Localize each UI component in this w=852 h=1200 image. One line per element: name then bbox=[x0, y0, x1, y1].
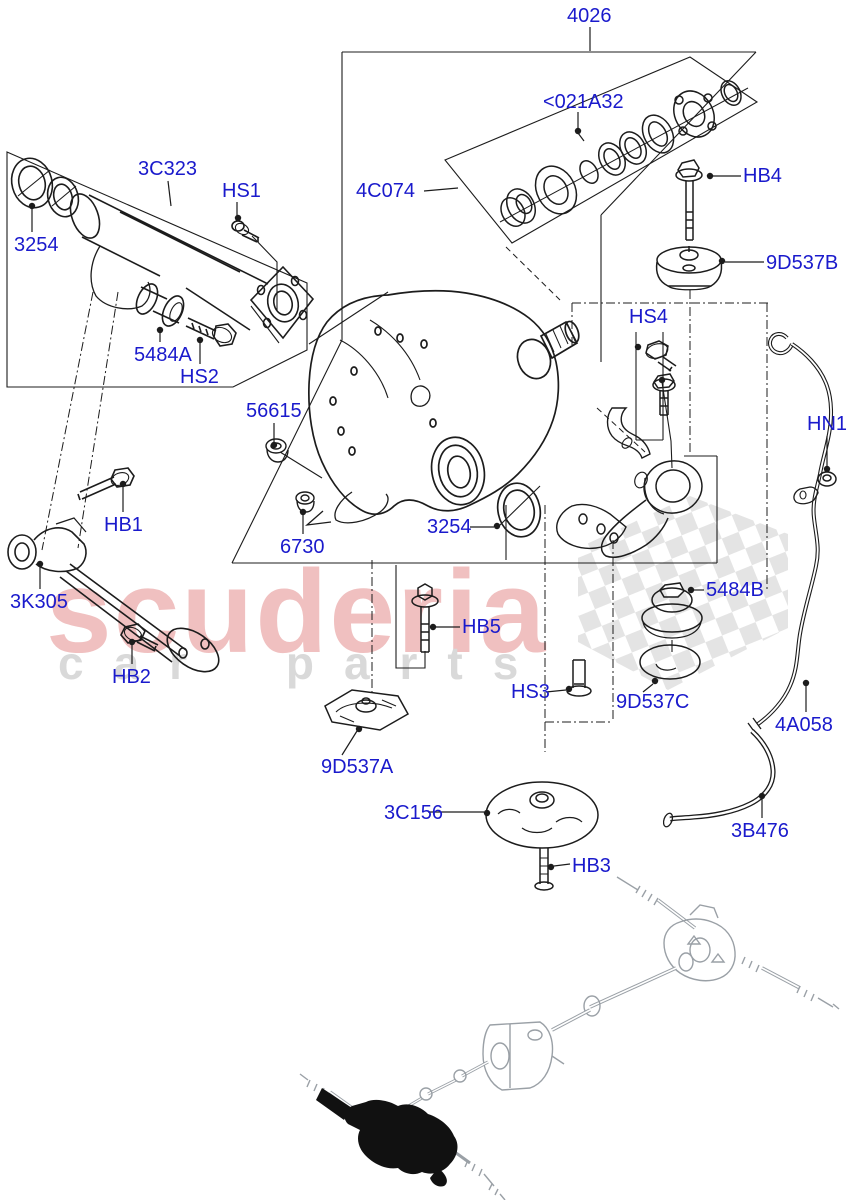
leader-dots bbox=[28, 127, 831, 871]
part-label-6730-14[interactable]: 6730 bbox=[280, 536, 325, 558]
part-sketch-bolt-hb1 bbox=[77, 467, 135, 501]
bracket-hb5 bbox=[395, 565, 426, 669]
part-label-3254-7[interactable]: 3254 bbox=[14, 234, 59, 256]
part-sketch-hn1-nut bbox=[793, 471, 837, 505]
projection-lines bbox=[279, 291, 673, 560]
part-label-HS4-16[interactable]: HS4 bbox=[629, 306, 668, 328]
dashed-lines bbox=[505, 246, 646, 453]
part-label-9D537B-4[interactable]: 9D537B bbox=[766, 252, 839, 274]
locator-front-axle-highlight bbox=[316, 1088, 458, 1187]
part-label-HN1-17[interactable]: HN1 bbox=[807, 413, 848, 435]
part-label-3C323-5[interactable]: 3C323 bbox=[138, 158, 197, 180]
part-sketch-diff-housing bbox=[265, 290, 580, 538]
part-label-HB1-11[interactable]: HB1 bbox=[104, 514, 143, 536]
part-label-4026-0[interactable]: 4026 bbox=[567, 5, 612, 27]
part-label-HB5-18[interactable]: HB5 bbox=[462, 616, 501, 638]
part-sketch-axle-tube-group bbox=[10, 157, 315, 347]
hose-3b476 bbox=[669, 730, 775, 821]
part-sketch-plug-6730 bbox=[295, 491, 315, 513]
box-housing-group bbox=[231, 51, 757, 564]
part-label-5484B-21[interactable]: 5484B bbox=[706, 579, 764, 601]
part-label-HB3-24[interactable]: HB3 bbox=[572, 855, 611, 877]
part-sketch-bolt-hb2 bbox=[120, 623, 159, 652]
part-sketch-bearing-kit bbox=[499, 80, 749, 227]
box-bearing-kit bbox=[444, 56, 759, 244]
part-sketch-bushing-5484a bbox=[135, 283, 185, 327]
part-label-HB2-13[interactable]: HB2 bbox=[112, 666, 151, 688]
part-label-HS1-6[interactable]: HS1 bbox=[222, 180, 261, 202]
part-sketch-seal-3254 bbox=[496, 482, 542, 538]
part-sketch-hb4-9d537b bbox=[655, 159, 723, 291]
part-label-9D537C-20[interactable]: 9D537C bbox=[616, 691, 690, 713]
dash-dot-lines bbox=[41, 290, 770, 752]
part-label-4C074-2[interactable]: 4C074 bbox=[356, 180, 415, 202]
part-sketch-bolt-hs2 bbox=[185, 317, 237, 347]
part-sketch-vent-tube bbox=[662, 332, 837, 828]
part-label-3254-15[interactable]: 3254 bbox=[427, 516, 472, 538]
part-label-9D537A-22[interactable]: 9D537A bbox=[321, 756, 394, 778]
part-label-3K305-12[interactable]: 3K305 bbox=[10, 591, 68, 613]
part-label-56615-10[interactable]: 56615 bbox=[246, 400, 302, 422]
box-axle-tube-group bbox=[6, 151, 308, 388]
part-sketch-plug-56615 bbox=[265, 438, 289, 463]
part-label-HS3-19[interactable]: HS3 bbox=[511, 681, 550, 703]
part-label-4A058-25[interactable]: 4A058 bbox=[775, 714, 833, 736]
watermark-brand-text: scuderia bbox=[46, 546, 548, 678]
watermark-tagline-text: car parts bbox=[58, 637, 549, 689]
part-label-HB4-3[interactable]: HB4 bbox=[743, 165, 782, 187]
part-label-021A32-1[interactable]: <021A32 bbox=[543, 91, 624, 113]
locator-drivetrain bbox=[299, 876, 840, 1200]
part-sketch-support-arm bbox=[7, 467, 220, 673]
leader-lines bbox=[31, 27, 828, 867]
part-sketch-bolt-hs1 bbox=[231, 220, 260, 243]
part-label-5484A-8[interactable]: 5484A bbox=[134, 344, 192, 366]
part-label-HS2-9[interactable]: HS2 bbox=[180, 366, 219, 388]
part-label-3B476-26[interactable]: 3B476 bbox=[731, 820, 789, 842]
part-sketch-5484b-9d537c bbox=[639, 582, 703, 680]
part-label-3C156-23[interactable]: 3C156 bbox=[384, 802, 443, 824]
